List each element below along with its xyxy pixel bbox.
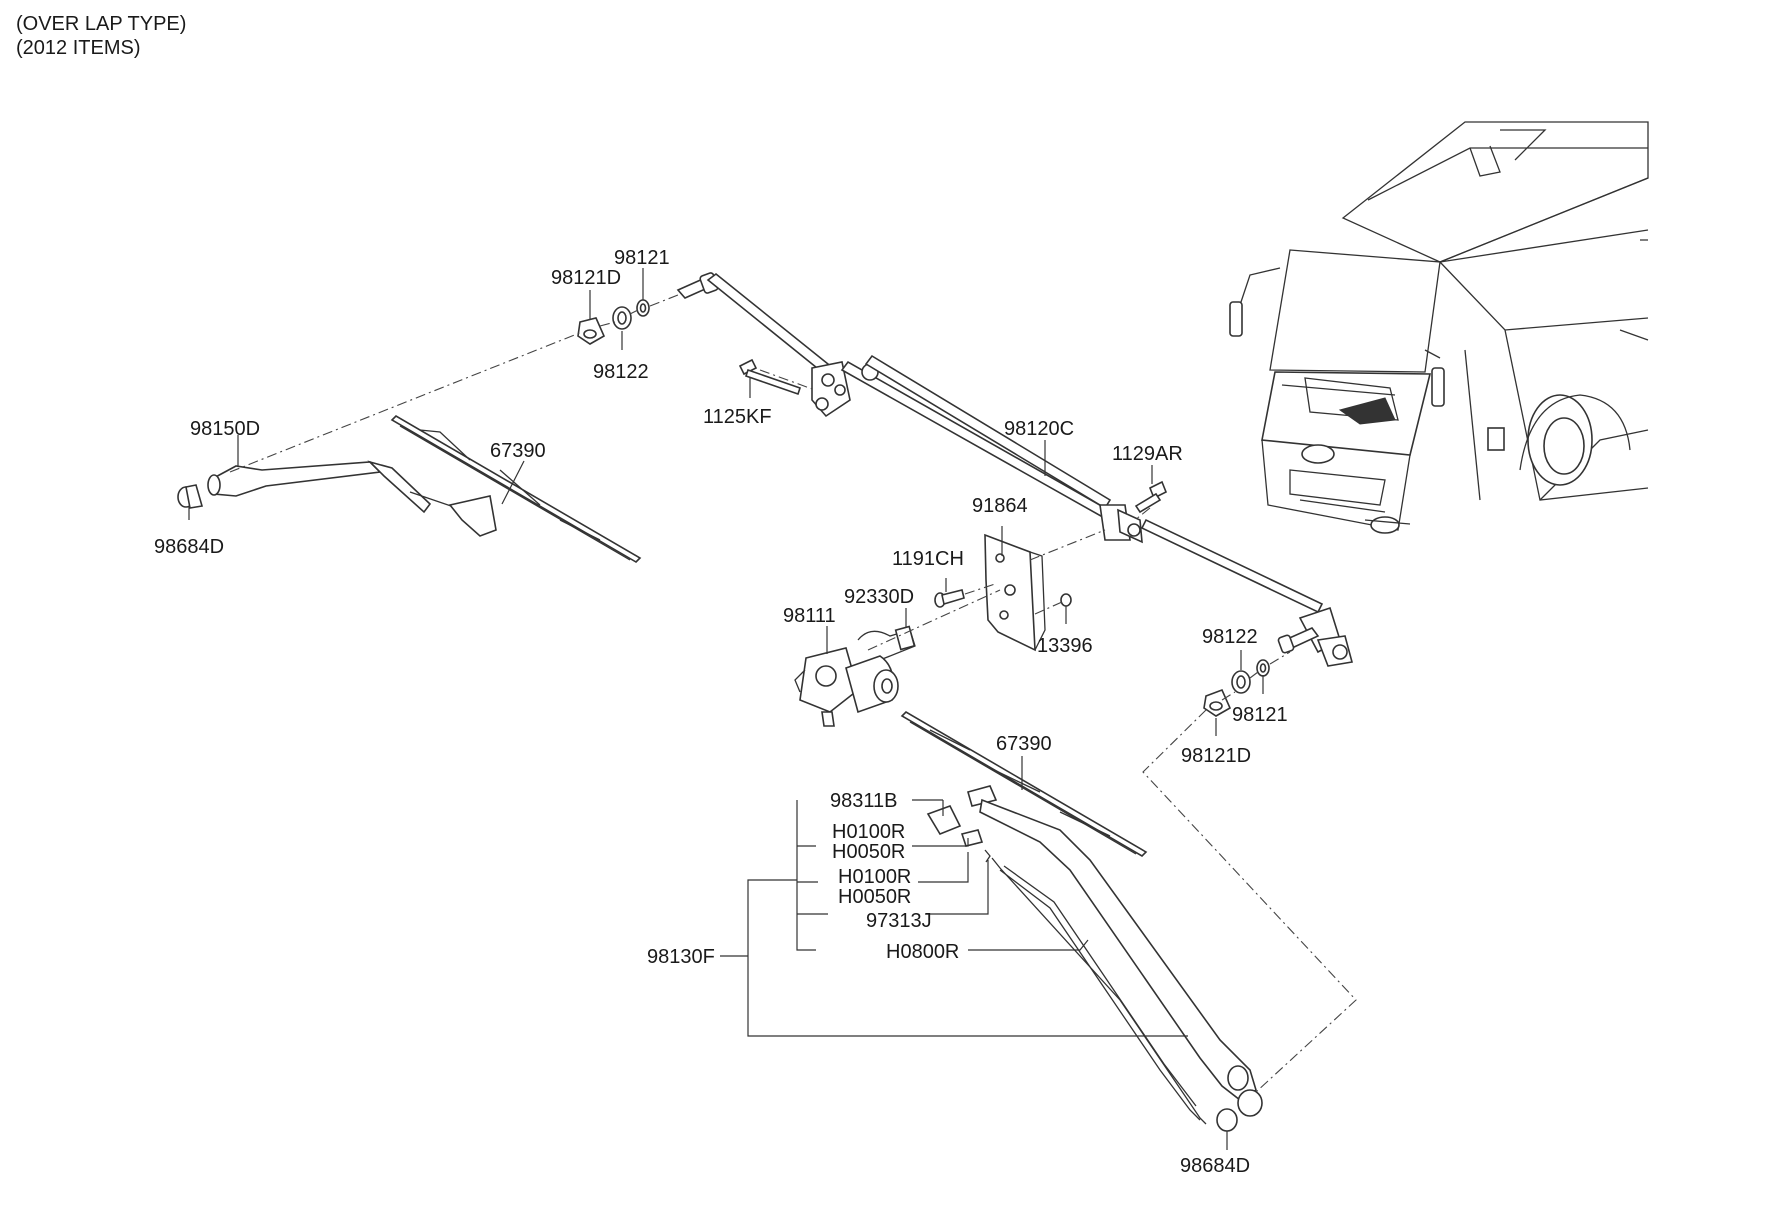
- label-67390-right: 67390: [996, 733, 1052, 755]
- label-1125KF: 1125KF: [703, 406, 772, 428]
- nut-13396: [1060, 593, 1072, 607]
- spring-97313J: [984, 849, 1207, 1125]
- nut-98121-left: [636, 299, 650, 317]
- blade-67390-right: [900, 710, 1148, 858]
- dash-arm-to-cap-left: [229, 331, 583, 473]
- label-H0100R-b: H0100R: [838, 866, 911, 888]
- cap-98121D-right: [1203, 688, 1232, 717]
- dash-motor-to-bracket: [867, 529, 1106, 651]
- label-98121D-right: 98121D: [1181, 745, 1251, 767]
- vehicle-illustration: [1229, 121, 1649, 534]
- bolt-1125KF: [738, 358, 802, 396]
- cap-98121D-left: [577, 317, 606, 345]
- label-13396: 13396: [1037, 635, 1093, 657]
- bushing-98122-left: [612, 306, 632, 330]
- label-98684D-right: 98684D: [1180, 1155, 1250, 1177]
- dash-bolt-1125KF: [759, 369, 816, 391]
- label-98311B: 98311B: [830, 790, 897, 812]
- label-98121-right: 98121: [1232, 704, 1288, 726]
- blade-67390-left: [390, 414, 642, 564]
- label-H0800R: H0800R: [886, 941, 959, 963]
- label-98122-right: 98122: [1202, 626, 1258, 648]
- label-1191CH: 1191CH: [892, 548, 964, 570]
- wiper-arm-98130F: [967, 785, 1263, 1121]
- cap-98684D-right: [1216, 1108, 1238, 1132]
- nut-98121-right: [1256, 659, 1270, 677]
- label-98684D-left: 98684D: [154, 536, 224, 558]
- dash-nut-13396: [1034, 601, 1063, 615]
- leader-lines: [188, 268, 1264, 1150]
- label-98121-left: 98121: [614, 247, 670, 269]
- dash-cap-to-nut-left: [599, 294, 679, 327]
- label-98111: 98111: [783, 605, 836, 627]
- bolt-1191CH: [934, 589, 965, 608]
- label-91864: 91864: [972, 495, 1028, 517]
- bracket-91864: [984, 533, 1046, 652]
- clip-98311B: [926, 805, 984, 847]
- label-H0050R-b: H0050R: [838, 886, 911, 908]
- diagram-subtitle-type: (OVER LAP TYPE): [16, 13, 187, 35]
- dash-bolt-1191CH: [964, 583, 996, 595]
- bolt-1129AR: [1134, 480, 1168, 514]
- label-98121D-left: 98121D: [551, 267, 621, 289]
- label-97313J: 97313J: [866, 910, 932, 932]
- cap-98684D-left: [177, 484, 204, 509]
- wiper-linkage-assembly: [676, 272, 1354, 667]
- dash-arm-to-cap-right: [1142, 709, 1357, 1093]
- wiper-motor-98111: [794, 647, 899, 727]
- bushing-98122-right: [1231, 670, 1251, 694]
- dash-bolt-1129AR: [1134, 507, 1151, 521]
- label-98150D: 98150D: [190, 418, 260, 440]
- diagram-subtitle-items: (2012 ITEMS): [16, 37, 141, 59]
- connector-92330D: [857, 625, 916, 661]
- wiper-arm-98150D: [207, 460, 497, 537]
- label-H0100R-a: H0100R: [832, 821, 905, 843]
- label-98120C: 98120C: [1004, 418, 1074, 440]
- dash-cap-to-nut-right: [1221, 651, 1291, 701]
- label-98122-left: 98122: [593, 361, 649, 383]
- label-98130F: 98130F: [647, 946, 715, 968]
- label-H0050R-a: H0050R: [832, 841, 905, 863]
- label-67390-left: 67390: [490, 440, 546, 462]
- label-92330D: 92330D: [844, 586, 914, 608]
- label-1129AR: 1129AR: [1112, 443, 1183, 465]
